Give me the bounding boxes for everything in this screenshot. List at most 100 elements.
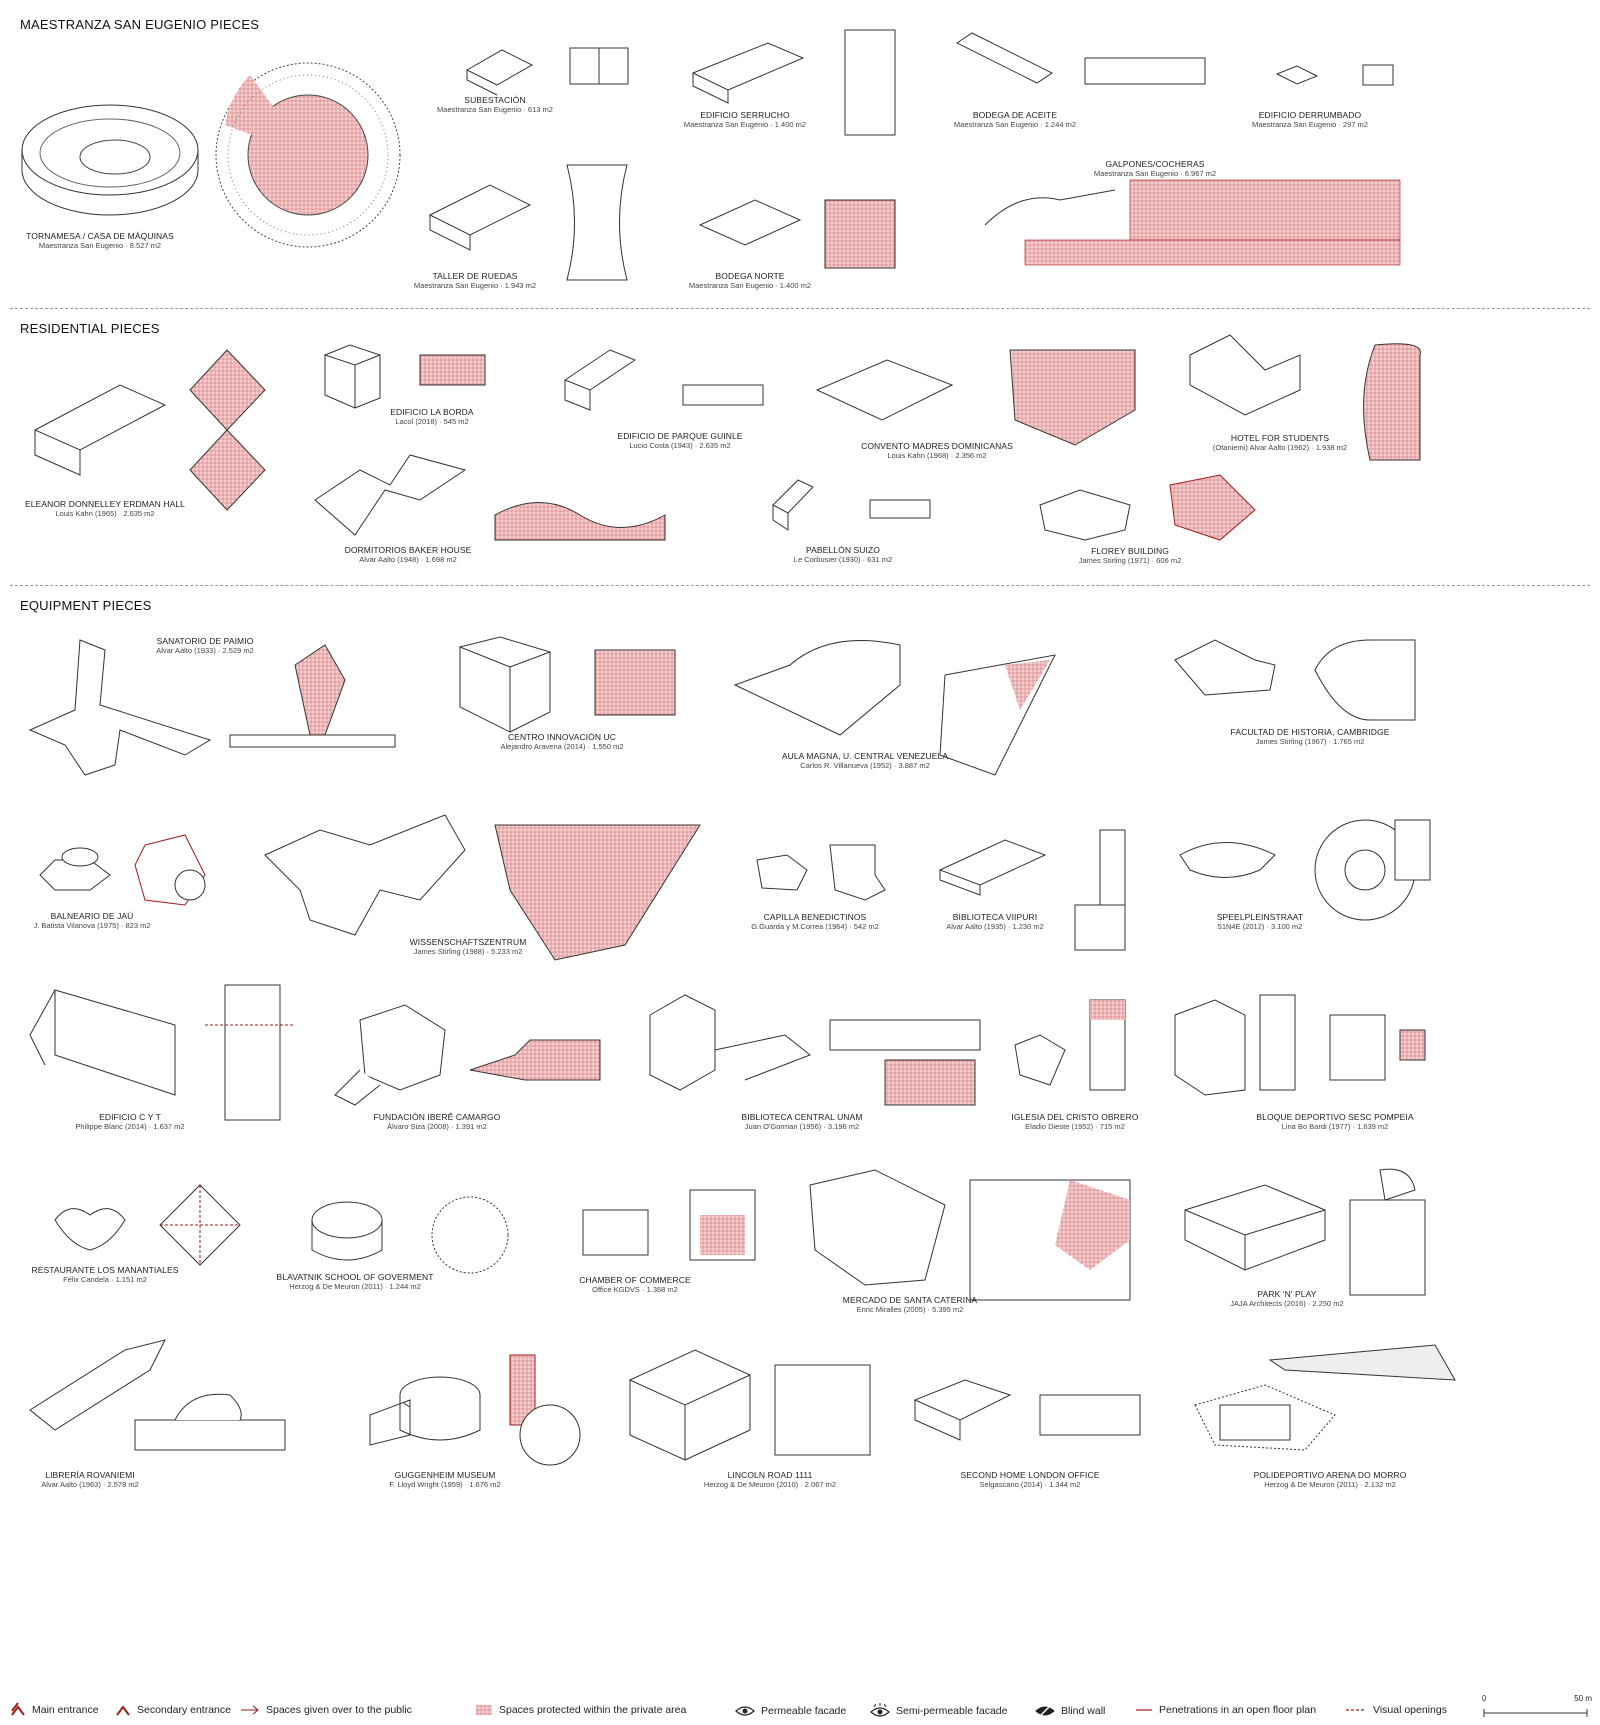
axonometric-drawing: [1184, 1184, 1326, 1271]
plan-drawing: [494, 502, 666, 541]
dashed-line-icon: [1346, 1709, 1366, 1711]
eye-icon: [735, 1706, 755, 1716]
plan-drawing: [1084, 57, 1206, 85]
axonometric-drawing: [809, 1169, 946, 1286]
axonometric-drawing: [956, 32, 1053, 84]
axonometric-drawing: [311, 1201, 383, 1261]
solid-line-icon: [1136, 1709, 1152, 1711]
legend-item: Main entrance: [10, 1702, 99, 1716]
public-arrow-icon: [241, 1705, 259, 1715]
plan-drawing: [1362, 64, 1394, 86]
axonometric-drawing: [1189, 334, 1301, 416]
plan-drawing: [494, 824, 701, 961]
axonometric-drawing: [1014, 1034, 1066, 1086]
plan-drawing: [829, 844, 886, 901]
plan-drawing: [1363, 343, 1421, 461]
plan-drawing: [774, 1364, 871, 1456]
scale-bar-graphic: [1483, 1709, 1588, 1717]
axonometric-drawing: [39, 847, 111, 891]
plan-drawing: [229, 644, 396, 748]
axonometric-drawing: [33, 384, 167, 476]
axonometric-drawing: [369, 1376, 481, 1446]
scale-end-label: 50 m: [1574, 1694, 1592, 1703]
axonometric-drawing: [772, 479, 814, 531]
axonometric-drawing: [28, 639, 212, 776]
axonometric-drawing: [314, 454, 467, 536]
axonometric-drawing: [938, 839, 1047, 896]
axonometric-drawing: [815, 359, 954, 421]
axonometric-drawing: [1174, 639, 1276, 696]
plan-drawing: [509, 1354, 581, 1466]
plan-drawing: [824, 199, 896, 269]
plan-drawing: [1089, 999, 1126, 1091]
main-entrance-icon: [11, 1702, 25, 1716]
plan-drawing: [1194, 1384, 1336, 1451]
axonometric-drawing: [582, 1209, 649, 1256]
legend-item: Permeable facade: [735, 1704, 846, 1718]
piece-caption: HOTEL FOR STUDENTS(Otaniemi) Alvar Aalto…: [1212, 433, 1348, 452]
plan-drawing: [1329, 1014, 1426, 1081]
axonometric-drawing: [334, 1004, 446, 1106]
axonometric-drawing: [984, 189, 1116, 226]
plan-drawing: [1039, 1394, 1141, 1436]
legend-item: Visual openings: [1345, 1704, 1447, 1716]
axonometric-drawing: [1268, 1344, 1456, 1381]
plan-drawing: [215, 62, 401, 248]
axonometric-drawing: [913, 1379, 1012, 1441]
plan-drawing: [469, 1039, 601, 1081]
plan-drawing: [569, 47, 629, 85]
plan-drawing: [189, 349, 266, 511]
section-title-equipment: EQUIPMENT PIECES: [20, 598, 152, 613]
axonometric-drawing: [698, 199, 802, 246]
secondary-entrance-icon: [116, 1705, 130, 1716]
section-divider: [10, 585, 1590, 586]
plan-drawing: [1314, 819, 1431, 921]
legend-item: Semi-permeable facade: [870, 1703, 1007, 1718]
axonometric-drawing: [756, 854, 808, 891]
legend-item: Spaces protected within the private area: [475, 1704, 686, 1716]
plan-drawing: [159, 1184, 241, 1266]
plan-drawing: [594, 649, 676, 716]
axonometric-drawing: [29, 989, 176, 1096]
plan-drawing: [682, 384, 764, 406]
axonometric-drawing: [1174, 994, 1296, 1096]
plan-drawing: [1169, 474, 1256, 541]
axonometric-drawing: [1179, 842, 1276, 878]
plan-drawing: [689, 1189, 756, 1261]
eye-semi-icon: [870, 1703, 890, 1717]
legend-item: Secondary entrance: [115, 1704, 231, 1716]
plan-drawing: [829, 1019, 981, 1106]
plan-drawing: [969, 1179, 1131, 1301]
plan-drawing: [431, 1196, 509, 1274]
axonometric-drawing: [691, 42, 805, 104]
axonometric-drawing: [323, 344, 382, 409]
plan-drawing: [1024, 179, 1401, 266]
section-title-residential: RESIDENTIAL PIECES: [20, 321, 160, 336]
